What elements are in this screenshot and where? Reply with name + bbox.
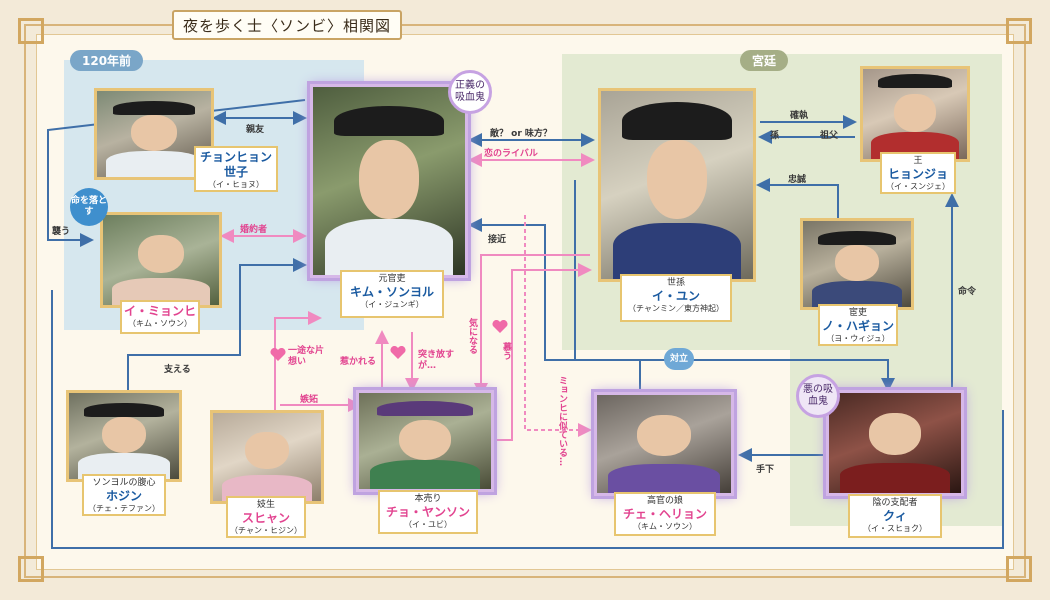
label-approach: 接近 (488, 235, 507, 245)
portrait-gwi (826, 390, 964, 496)
portrait-hyeryeong (594, 392, 734, 496)
name-hyeonjo: ヒョンジョ (887, 167, 948, 181)
badge-life-lost: 命を落とす (70, 188, 108, 226)
role-hojin: ソンヨルの腹心 (92, 478, 156, 488)
label-subordinate: 手下 (756, 465, 775, 475)
outer-frame (24, 24, 1026, 578)
portrait-hojin (66, 390, 182, 482)
actor-yangseon: （イ・ユビ） (404, 520, 452, 529)
namecard-suhyang: 妓生 スヒャン （チャン・ヒジン） (226, 496, 306, 538)
corner-ornament-tl (18, 18, 44, 44)
role-gwi: 陰の支配者 (872, 498, 918, 508)
zone-label-palace: 宮廷 (740, 50, 789, 71)
role-yun: 世孫 (666, 278, 685, 288)
badge-evil-vampire: 悪の吸血鬼 (796, 374, 840, 418)
badge-opposed: 対立 (664, 348, 694, 370)
name-hagyeong: ノ・ハギョン (822, 319, 895, 333)
name-yun: イ・ユン (651, 289, 700, 303)
namecard-hojin: ソンヨルの腹心 ホジン （チェ・テファン） (82, 474, 166, 516)
actor-suhyang: （チャン・ヒジン） (230, 526, 302, 535)
portrait-suhyang (210, 410, 324, 504)
actor-hyeryeong: （キム・ソウン） (633, 522, 697, 531)
portrait-jeongyeon (94, 88, 214, 180)
line-unrequited (274, 311, 322, 410)
name-hojin: ホジン (105, 489, 142, 503)
corner-ornament-br (1006, 556, 1032, 582)
namecard-hagyeong: 宦吏 ノ・ハギョン （ヨ・ウィジュ） (818, 304, 898, 346)
actor-gwi: （イ・スヒョク） (863, 524, 927, 533)
badge-righteous-vampire: 正義の吸血鬼 (448, 70, 492, 114)
namecard-jeongyeon: チョンヒョン 世子 （イ・ヒョヌ） (194, 146, 278, 192)
label-loyalty: 忠誠 (788, 175, 807, 185)
actor-seonggyeol: （イ・ジュンギ） (360, 300, 424, 309)
namecard-yun: 世孫 イ・ユン （チャンミン／東方神起） (620, 274, 732, 322)
label-order: 命令 (958, 287, 977, 297)
line-concerned (474, 254, 590, 397)
actor-hagyeong: （ヨ・ウィジュ） (826, 334, 890, 343)
role-hyeonjo: 王 (913, 156, 923, 166)
label-attack: 襲う (52, 227, 71, 237)
actor-hyeonjo: （イ・スンジェ） (886, 182, 950, 191)
name2-jeongyeon: 世子 (223, 165, 248, 179)
role-hagyeong: 宦吏 (848, 308, 867, 318)
name-suhyang: スヒャン (241, 511, 290, 525)
namecard-gwi: 陰の支配者 クィ （イ・スヒョク） (848, 494, 942, 538)
role-yangseon: 本売り (414, 494, 442, 504)
actor-jeongyeon: （イ・ヒョヌ） (208, 180, 264, 189)
label-support: 支える (164, 365, 191, 375)
portrait-yun (598, 88, 756, 282)
namecard-myeonghee: イ・ミョンヒ （キム・ソウン） (120, 300, 200, 334)
label-concerned: 気になる (467, 318, 477, 354)
namecard-yangseon: 本売り チョ・ヤンソン （イ・ユビ） (378, 490, 478, 534)
label-love-rival: 恋のライバル (484, 149, 538, 159)
role-hyeryeong: 高官の娘 (646, 496, 683, 506)
portrait-seonggyeol (310, 84, 468, 278)
label-attracted: 惹かれる (340, 357, 377, 367)
portrait-myeonghee (100, 212, 222, 308)
actor-myeonghee: （キム・ソウン） (128, 319, 192, 328)
heart-icon (270, 348, 286, 361)
name-gwi: クィ (882, 509, 907, 523)
zone-label-past: 120年前 (70, 50, 144, 71)
namecard-hyeonjo: 王 ヒョンジョ （イ・スンジェ） (880, 152, 956, 194)
name-jeongyeon: チョンヒョン (199, 150, 272, 164)
namecard-seonggyeol: 元官吏 キム・ソンヨル （イ・ジュンギ） (340, 270, 444, 318)
corner-ornament-bl (18, 556, 44, 582)
label-unrequited: 一途な片想い (288, 346, 325, 367)
portrait-hagyeong (800, 218, 914, 310)
name-yangseon: チョ・ヤンソン (385, 505, 470, 519)
role-suhyang: 妓生 (256, 500, 275, 510)
line-resembles (524, 215, 592, 437)
label-fiance: 婚約者 (240, 225, 268, 235)
label-enemy-ally: 敵？ or 味方？ (490, 129, 552, 139)
line-bottom-loop (51, 290, 1004, 549)
portrait-hyeonjo (860, 66, 970, 162)
actor-yun: （チャンミン／東方神起） (628, 304, 724, 313)
corner-ornament-tr (1006, 18, 1032, 44)
label-jealousy: 嫉妬 (300, 395, 319, 405)
role-seonggyeol: 元官吏 (378, 274, 406, 284)
namecard-hyeryeong: 高官の娘 チェ・ヘリョン （キム・ソウン） (614, 492, 716, 536)
diagram-title: 夜を歩く士〈ソンビ〉相関図 (172, 10, 402, 40)
label-grandson: 孫 (770, 131, 780, 141)
line-support (127, 258, 307, 390)
heart-icon (492, 320, 508, 333)
label-push-away: 突き放すが… (418, 350, 455, 371)
name-hyeryeong: チェ・ヘリョン (622, 507, 707, 521)
label-friends: 親友 (246, 125, 265, 135)
name-myeonghee: イ・ミョンヒ (124, 304, 197, 318)
line-loyalty (756, 178, 839, 218)
portrait-yangseon (356, 390, 494, 492)
label-grandfather: 祖父 (820, 131, 839, 141)
label-conflict: 確執 (790, 111, 809, 121)
line-approach (468, 218, 641, 398)
heart-icon (390, 346, 406, 359)
line-longing (496, 263, 592, 441)
name-seonggyeol: キム・ソンヨル (349, 285, 434, 299)
actor-hojin: （チェ・テファン） (88, 504, 160, 513)
label-longing: 慕う (501, 342, 511, 360)
label-resembles: ミョンヒに似ている… (557, 376, 567, 466)
